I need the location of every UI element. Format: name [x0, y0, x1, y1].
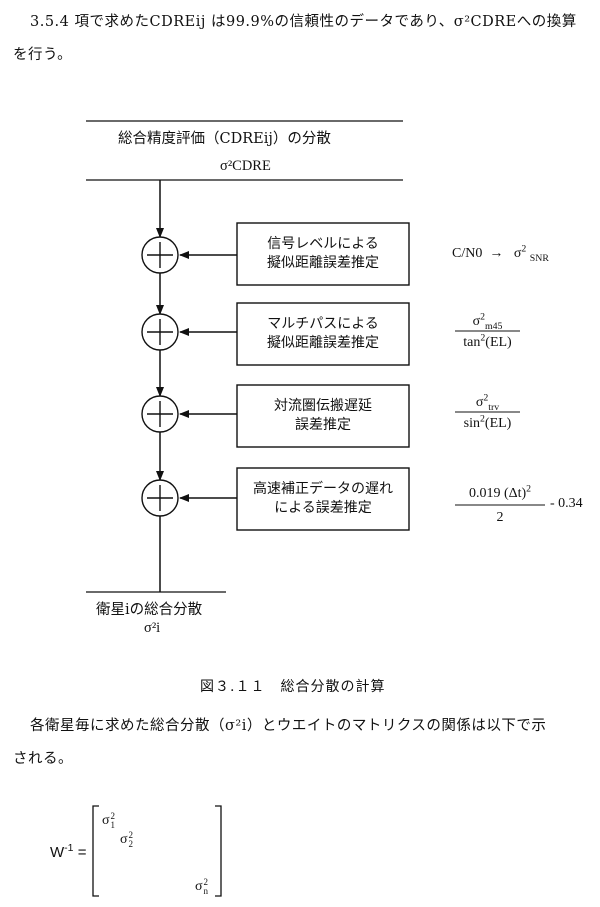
matrix-right-bracket [215, 805, 222, 897]
box-troposphere [236, 384, 410, 448]
formula-m45-denominator: tan2(EL) [463, 332, 512, 350]
bottom-title: 衛星iの総合分散 [96, 602, 203, 618]
bottom-symbol: σ²i [144, 620, 161, 636]
variance-flow-diagram [86, 120, 545, 593]
top-title: 総合精度評価（CDREij）の分散 [118, 131, 331, 147]
formula-fast-tail: - 0.34 [550, 496, 583, 511]
formula-trv-denominator: sin2(EL) [463, 413, 512, 431]
formula-trv-numerator: σ2trv [475, 392, 500, 413]
formula-snr: C/N0 → σ2 SNR [452, 243, 549, 264]
matrix-lhs: W-1 = [50, 842, 87, 861]
paragraph-line-2: される。 [13, 751, 73, 767]
intro-line-1: 3.5.4 項で求めたCDREij は99.9%の信頼性のデータであり、σ²CD… [30, 14, 577, 30]
formula-fast-numerator: 0.019 (Δt)2 [468, 483, 532, 501]
adder-3 [141, 395, 179, 433]
formula-m45-numerator: σ2m45 [472, 311, 503, 332]
intro-line-2: を行う。 [13, 47, 73, 63]
box-multipath-label: マルチパスによる擬似距離誤差推定 [267, 316, 379, 351]
box-signal-level-label: 信号レベルによる擬似距離誤差推定 [267, 236, 379, 271]
formula-fast-denominator: 2 [496, 510, 504, 525]
box-fast-correction-label: 高速補正データの遅れによる誤差推定 [253, 481, 393, 516]
paragraph-line-1: 各衛星毎に求めた総合分散（σ²i）とウエイトのマトリクスの関係は以下で示 [30, 718, 547, 734]
adder-4 [141, 479, 179, 517]
box-fast-correction [236, 467, 410, 531]
figure-caption: 図３.１１ 総合分散の計算 [200, 679, 386, 695]
top-symbol: σ²CDRE [220, 158, 271, 174]
box-signal-level [236, 222, 410, 286]
adder-1 [141, 236, 179, 274]
box-multipath [236, 302, 410, 366]
box-troposphere-label: 対流圏伝搬遅延誤差推定 [274, 398, 372, 433]
matrix-left-bracket [92, 805, 99, 897]
adder-2 [141, 313, 179, 351]
